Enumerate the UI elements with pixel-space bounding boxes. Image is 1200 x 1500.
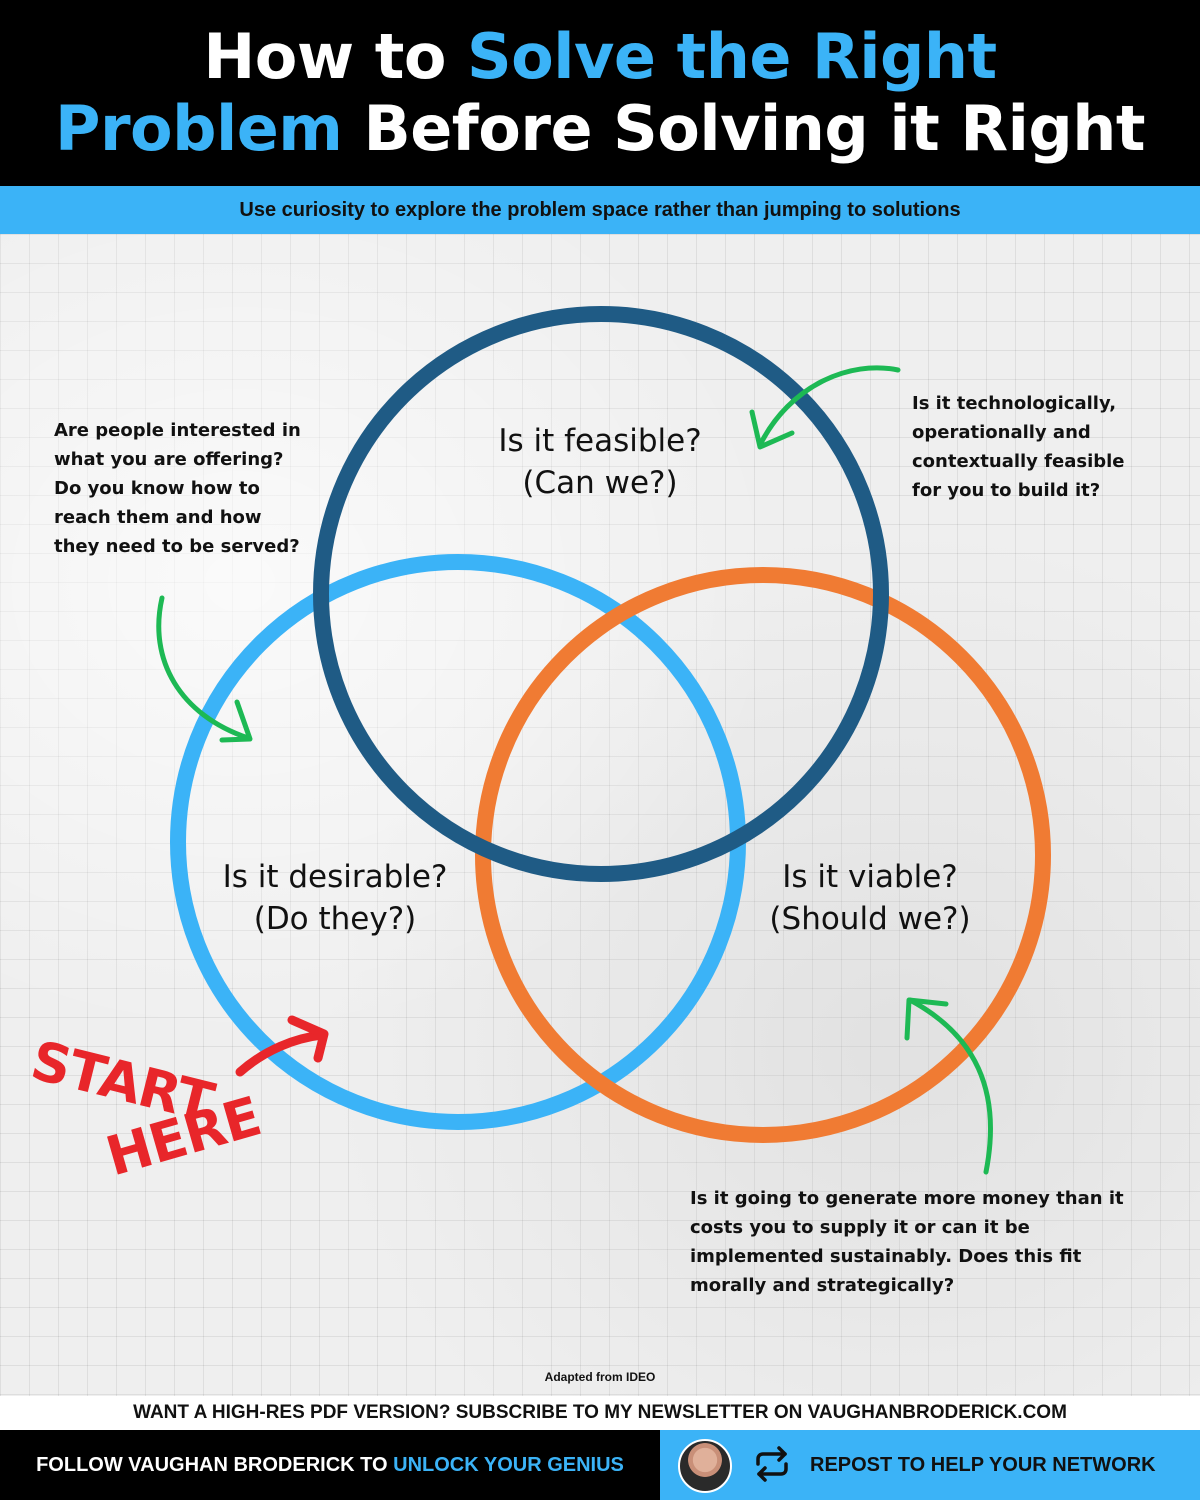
curved-arrow-icon-desirable <box>156 595 253 743</box>
red-arrow-icon <box>235 1015 329 1077</box>
header: How to Solve the Right Problem Before So… <box>0 0 1200 186</box>
title-accent-2: Problem <box>55 92 343 165</box>
newsletter-cta[interactable]: WANT A HIGH-RES PDF VERSION? SUBSCRIBE T… <box>133 1402 1067 1423</box>
curved-arrow-icon-viable <box>904 997 993 1175</box>
curved-arrow-icon-feasible <box>749 365 901 450</box>
desirable-label: Is it desirable? (Do they?) <box>180 856 490 940</box>
graph-paper-background <box>0 234 1200 1396</box>
title-plain-1: How to <box>203 20 468 93</box>
desirable-subquestion: (Do they?) <box>253 901 417 937</box>
newsletter-cta-bar: WANT A HIGH-RES PDF VERSION? SUBSCRIBE T… <box>0 1396 1200 1430</box>
feasible-label: Is it feasible? (Can we?) <box>450 420 750 504</box>
viable-subquestion: (Should we?) <box>769 901 971 937</box>
feasible-subquestion: (Can we?) <box>522 465 678 501</box>
subtitle: Use curiosity to explore the problem spa… <box>239 198 961 221</box>
title-line-2: Problem Before Solving it Right <box>55 93 1145 165</box>
feasible-question: Is it feasible? <box>498 423 702 459</box>
title-line-1: How to Solve the Right <box>203 20 997 93</box>
credit-text: Adapted from IDEO <box>544 1370 656 1384</box>
follow-footer: FOLLOW VAUGHAN BRODERICK TO UNLOCK YOUR … <box>0 1430 660 1500</box>
repost-text[interactable]: REPOST TO HELP YOUR NETWORK <box>810 1453 1156 1476</box>
follow-accent: UNLOCK YOUR GENIUS <box>393 1453 624 1476</box>
follow-plain: FOLLOW VAUGHAN BRODERICK TO <box>36 1453 394 1476</box>
avatar <box>678 1439 732 1493</box>
viable-label: Is it viable? (Should we?) <box>720 856 1020 940</box>
subtitle-bar: Use curiosity to explore the problem spa… <box>0 186 1200 234</box>
title-plain-2: Before Solving it Right <box>342 92 1145 165</box>
desirable-question: Is it desirable? <box>222 859 448 895</box>
feasible-circle <box>313 306 889 882</box>
follow-text: FOLLOW VAUGHAN BRODERICK TO UNLOCK YOUR … <box>36 1454 624 1477</box>
viable-circle <box>475 567 1051 1143</box>
viable-question: Is it viable? <box>782 859 958 895</box>
desirable-note: Are people interested in what you are of… <box>54 420 301 557</box>
title-accent-1: Solve the Right <box>467 20 997 93</box>
repost-footer: REPOST TO HELP YOUR NETWORK <box>660 1430 1200 1500</box>
feasible-note: Is it technologically, operationally and… <box>912 393 1125 501</box>
repost-icon[interactable] <box>752 1444 792 1484</box>
viable-note: Is it going to generate more money than … <box>690 1188 1124 1296</box>
